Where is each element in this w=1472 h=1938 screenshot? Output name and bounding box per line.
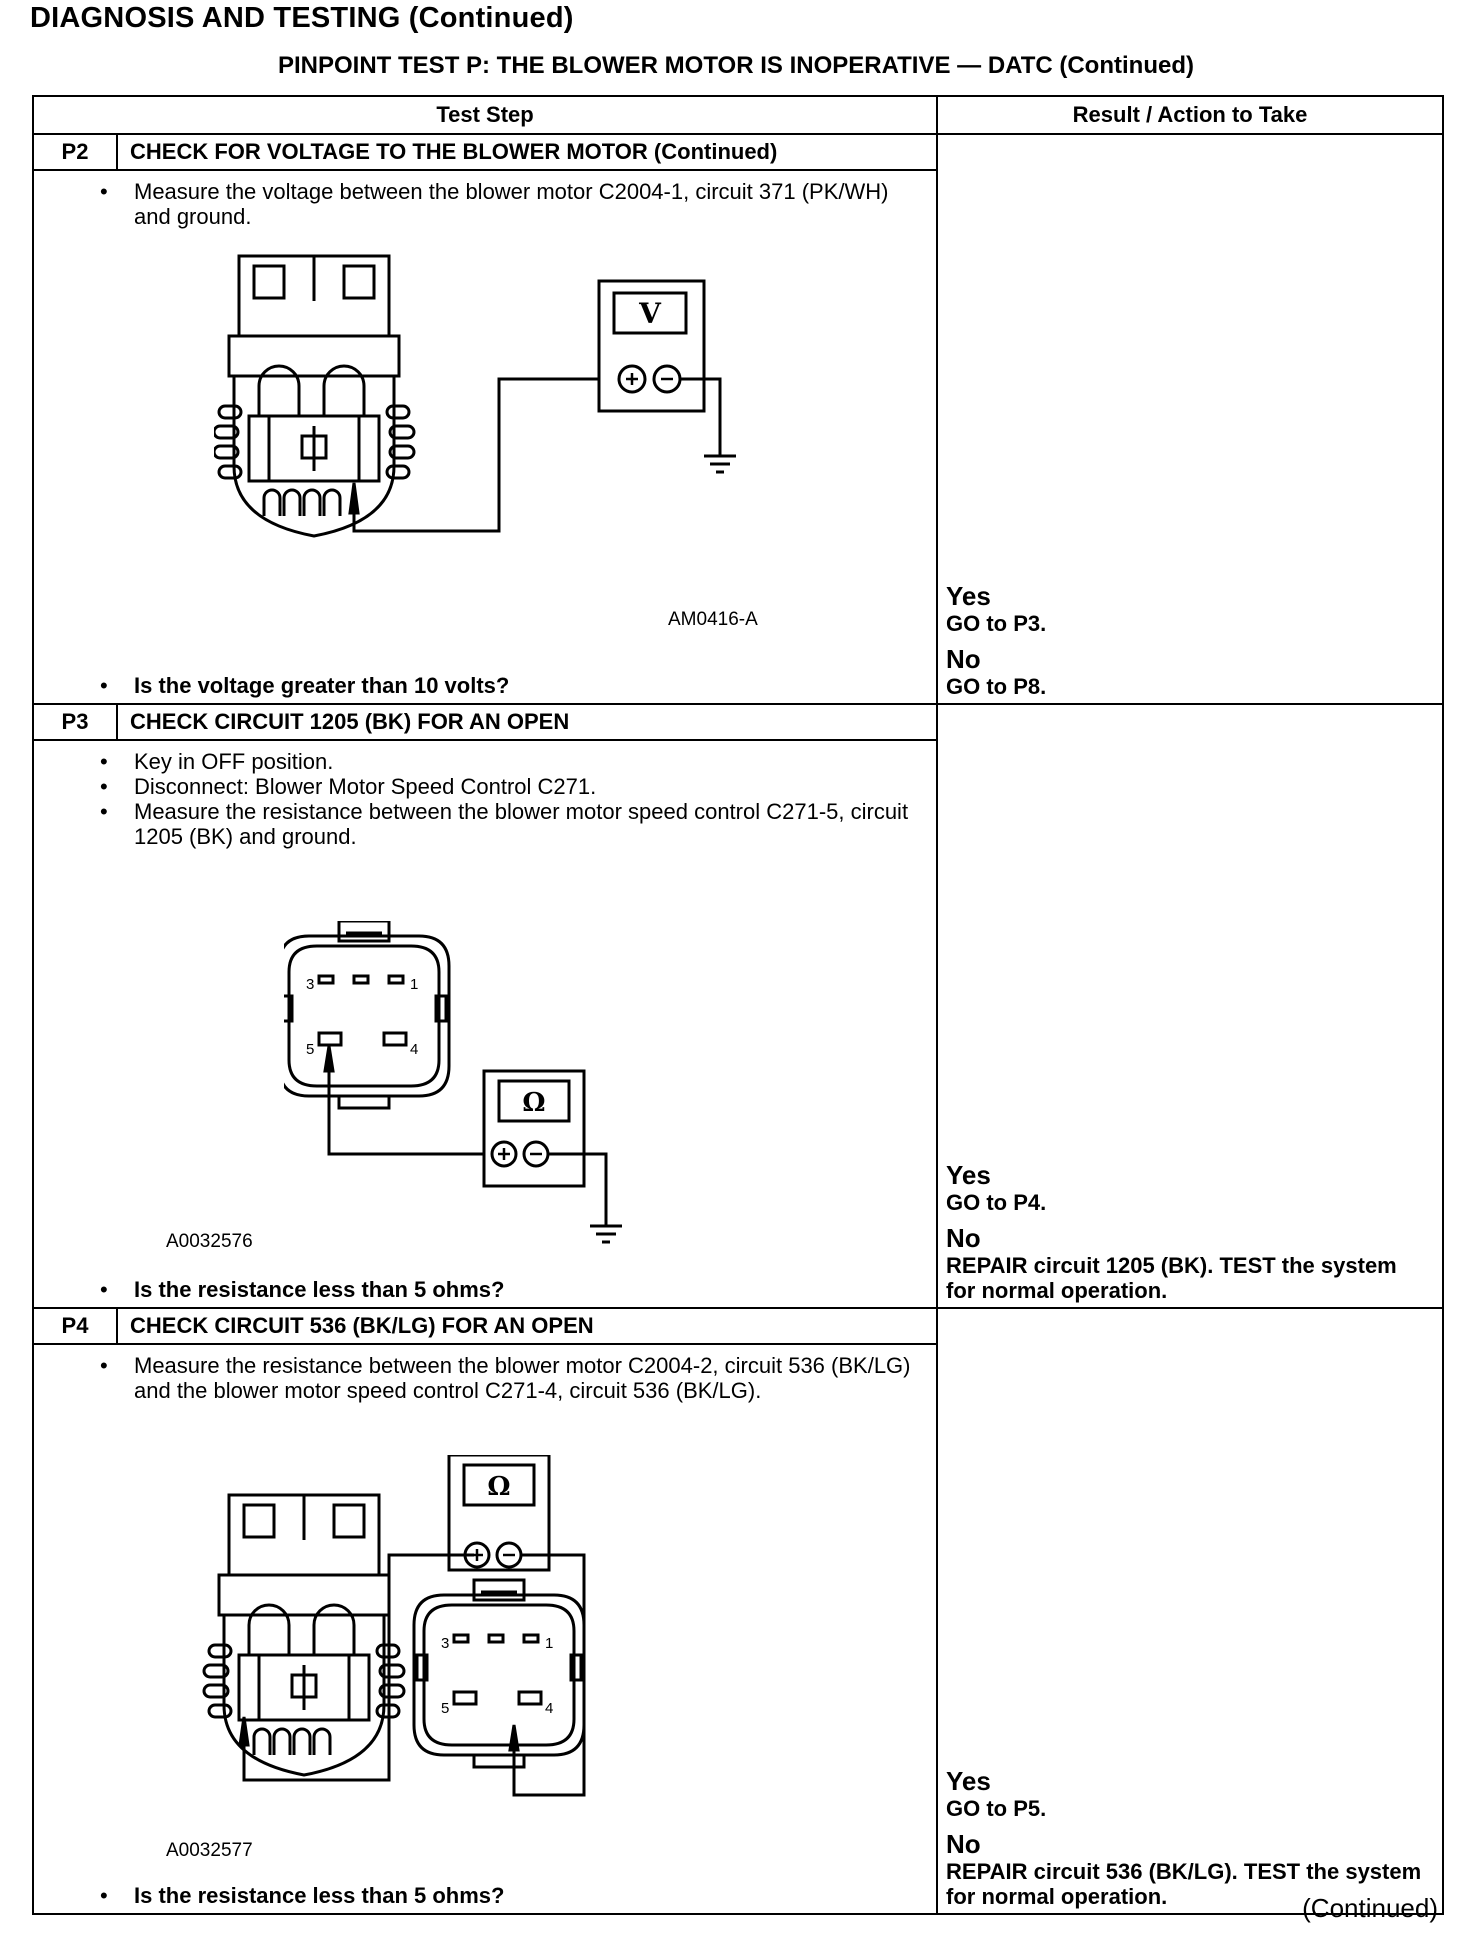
no-label: No bbox=[946, 644, 981, 674]
pin-label: 3 bbox=[441, 1635, 449, 1652]
step-body: Measure the voltage between the blower m… bbox=[31, 169, 939, 705]
yes-label: Yes bbox=[946, 1160, 991, 1190]
meter-symbol-ohm: Ω bbox=[522, 1088, 545, 1118]
result-cell: Yes GO to P3. No GO to P8. bbox=[936, 133, 1445, 705]
speed-control-connector-icon bbox=[284, 921, 451, 1110]
meter-symbol-ohm: Ω bbox=[487, 1472, 510, 1502]
yes-target: P3 bbox=[1013, 611, 1041, 636]
meter-symbol-v: V bbox=[638, 297, 662, 330]
speed-control-resistance-diagram: 3 1 5 4 bbox=[284, 921, 622, 1244]
yes-target: P5 bbox=[1013, 1796, 1041, 1821]
step-number: P2 bbox=[32, 133, 118, 171]
no-target: P8 bbox=[1013, 674, 1041, 699]
yes-action: GO to bbox=[946, 1796, 1014, 1821]
voltmeter-icon bbox=[597, 279, 706, 413]
step-question: Is the resistance less than 5 ohms? bbox=[100, 1883, 505, 1909]
yes-action: GO to bbox=[946, 1190, 1014, 1215]
figure-id: A0032576 bbox=[166, 1231, 253, 1252]
pin-label: 4 bbox=[545, 1700, 553, 1717]
pin-label: 5 bbox=[441, 1700, 449, 1717]
step-number: P3 bbox=[32, 703, 118, 741]
instruction: Measure the resistance between the blowe… bbox=[100, 1353, 916, 1403]
step-question: Is the voltage greater than 10 volts? bbox=[100, 673, 509, 699]
step-title: CHECK FOR VOLTAGE TO THE BLOWER MOTOR (C… bbox=[115, 133, 939, 171]
pin-label: 1 bbox=[410, 976, 418, 993]
result-cell: Yes GO to P4. No REPAIR circuit 1205 (BK… bbox=[936, 703, 1445, 1309]
col-header-result: Result / Action to Take bbox=[936, 95, 1445, 135]
circuit-536-resistance-diagram: 3 1 5 4 bbox=[202, 1455, 586, 1797]
ohmmeter-icon bbox=[482, 1069, 586, 1188]
instruction: Measure the resistance between the blowe… bbox=[100, 799, 916, 849]
continued-note: (Continued) bbox=[1302, 1893, 1438, 1923]
step-number: P4 bbox=[32, 1307, 118, 1345]
pinpoint-test-table: Test Step Result / Action to Take P2 CHE… bbox=[31, 95, 1445, 1915]
result-cell: Yes GO to P5. No REPAIR circuit 536 (BK/… bbox=[936, 1307, 1445, 1915]
step-title: CHECK CIRCUIT 536 (BK/LG) FOR AN OPEN bbox=[115, 1307, 939, 1345]
no-action: REPAIR circuit 536 (BK/LG). TEST the sys… bbox=[946, 1859, 1422, 1909]
figure-id: A0032577 bbox=[166, 1840, 253, 1861]
col-header-test-step: Test Step bbox=[31, 95, 939, 135]
step-question: Is the resistance less than 5 ohms? bbox=[100, 1277, 505, 1303]
yes-action: GO to bbox=[946, 611, 1014, 636]
figure-id: AM0416-A bbox=[668, 609, 758, 630]
step-body: Key in OFF position. Disconnect: Blower … bbox=[31, 739, 939, 1309]
blower-motor-connector-icon bbox=[214, 254, 416, 538]
blower-motor-voltage-diagram bbox=[214, 254, 736, 538]
no-label: No bbox=[946, 1829, 981, 1859]
pinpoint-test-title: PINPOINT TEST P: THE BLOWER MOTOR IS INO… bbox=[278, 52, 1194, 79]
step-title: CHECK CIRCUIT 1205 (BK) FOR AN OPEN bbox=[115, 703, 939, 741]
no-action: REPAIR circuit 1205 (BK). TEST the syste… bbox=[946, 1253, 1397, 1303]
page-title: DIAGNOSIS AND TESTING (Continued) bbox=[30, 2, 574, 34]
pin-label: 1 bbox=[545, 1635, 553, 1652]
no-label: No bbox=[946, 1223, 981, 1253]
speed-control-connector-icon bbox=[412, 1578, 586, 1769]
yes-label: Yes bbox=[946, 581, 991, 611]
yes-target: P4 bbox=[1013, 1190, 1041, 1215]
blower-motor-connector-icon bbox=[202, 1493, 406, 1777]
step-body: Measure the resistance between the blowe… bbox=[31, 1343, 939, 1915]
pin-label: 5 bbox=[306, 1041, 314, 1058]
instruction: Key in OFF position. bbox=[100, 749, 916, 774]
yes-label: Yes bbox=[946, 1766, 991, 1796]
instruction: Measure the voltage between the blower m… bbox=[100, 179, 916, 229]
instruction: Disconnect: Blower Motor Speed Control C… bbox=[100, 774, 916, 799]
pin-label: 4 bbox=[410, 1041, 418, 1058]
pin-label: 3 bbox=[306, 976, 314, 993]
no-action: GO to bbox=[946, 674, 1014, 699]
